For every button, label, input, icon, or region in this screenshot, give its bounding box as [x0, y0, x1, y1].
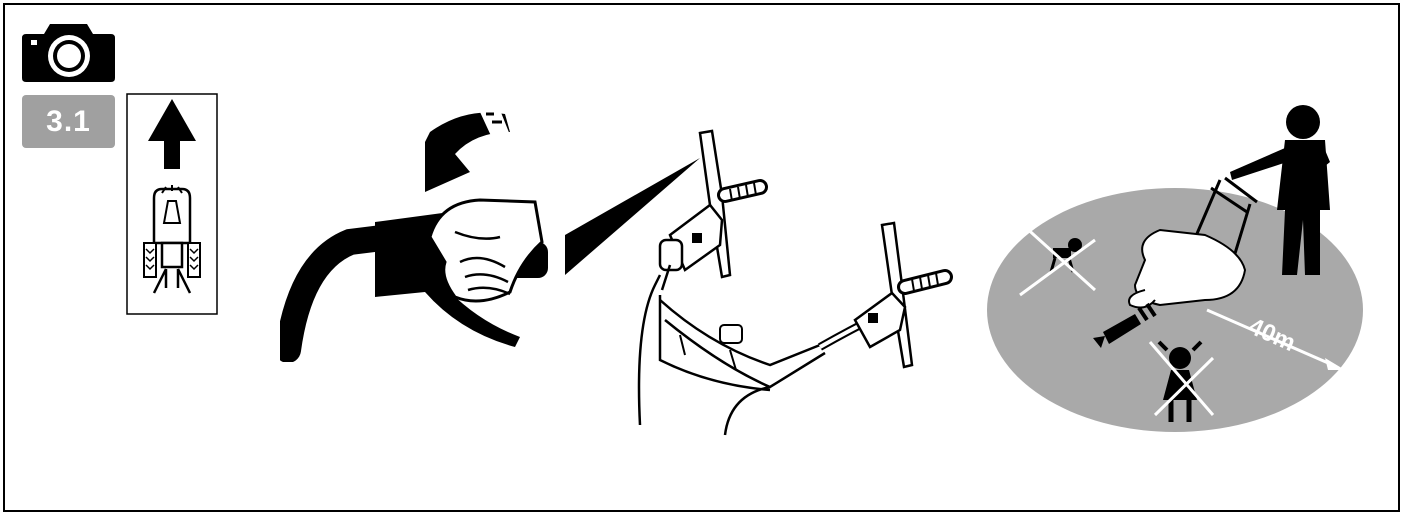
forward-arrow-icon — [126, 93, 218, 315]
safety-zone-illustration: 40m — [985, 100, 1405, 440]
step-number-badge: 3.1 — [22, 95, 115, 148]
camera-icon — [22, 20, 115, 82]
handlebar-controls-icon — [630, 125, 970, 445]
hand-grip-lever-icon — [280, 92, 560, 362]
operator-head — [1286, 105, 1320, 139]
